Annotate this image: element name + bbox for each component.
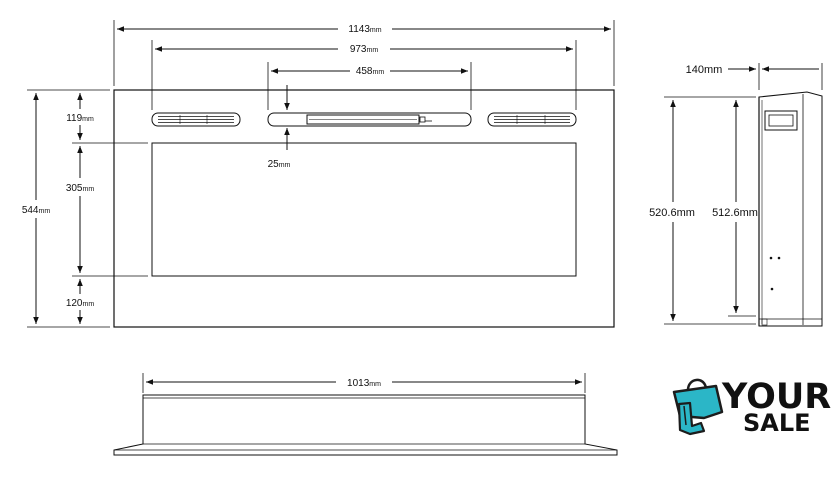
logo-word-your: YOUR: [721, 377, 831, 417]
dim-bottom-band: 120: [66, 298, 83, 309]
dim-screen-height: 305: [66, 183, 83, 194]
top-view: [113, 373, 618, 456]
unit: mm: [83, 301, 95, 308]
front-view: [27, 20, 615, 328]
unit: mm: [370, 27, 382, 34]
svg-text:973mm: 973mm: [350, 44, 379, 55]
svg-text:458mm: 458mm: [356, 66, 385, 77]
svg-text:1013mm: 1013mm: [347, 378, 381, 389]
dim-inner-width: 973: [350, 44, 367, 55]
dim-top-width: 1013: [347, 378, 370, 389]
side-handle: [764, 110, 798, 131]
side-body: [758, 91, 823, 327]
svg-text:305mm: 305mm: [66, 183, 95, 194]
svg-text:25mm: 25mm: [268, 159, 291, 170]
unit: mm: [279, 162, 291, 169]
logo-word-sale: SALE: [743, 409, 811, 437]
dim-overall-height: 544: [22, 205, 39, 216]
control-panel: [267, 112, 472, 127]
shopping-bag-hand-icon: [672, 378, 724, 436]
left-vent: [151, 112, 241, 127]
side-view: [664, 63, 823, 327]
dim-overall-width: 1143: [348, 24, 370, 35]
yoursale-logo: YOUR SALE: [672, 377, 831, 437]
dim-control-width: 458: [356, 66, 373, 77]
dim-inner-height: 512.6mm: [712, 207, 758, 219]
right-vent: [487, 112, 577, 127]
svg-text:1143mm: 1143mm: [348, 24, 381, 35]
dim-outer-height: 520.6mm: [649, 207, 695, 219]
unit: mm: [373, 69, 385, 76]
front-outer-frame: [113, 89, 615, 328]
dim-control-offset: 25: [268, 159, 280, 170]
unit: mm: [367, 47, 379, 54]
unit: mm: [39, 208, 51, 215]
unit: mm: [82, 116, 94, 123]
front-screen: [151, 142, 577, 277]
dim-depth: 140mm: [686, 64, 723, 76]
svg-text:544mm: 544mm: [22, 205, 51, 216]
svg-text:119mm: 119mm: [66, 113, 94, 124]
top-body: [113, 394, 618, 456]
dimension-labels: 1143mm 973mm 458mm 25mm 544mm 119mm 305m…: [22, 24, 758, 389]
unit: mm: [369, 381, 381, 388]
unit: mm: [83, 186, 95, 193]
dim-top-band: 119: [66, 113, 82, 124]
svg-text:120mm: 120mm: [66, 298, 95, 309]
